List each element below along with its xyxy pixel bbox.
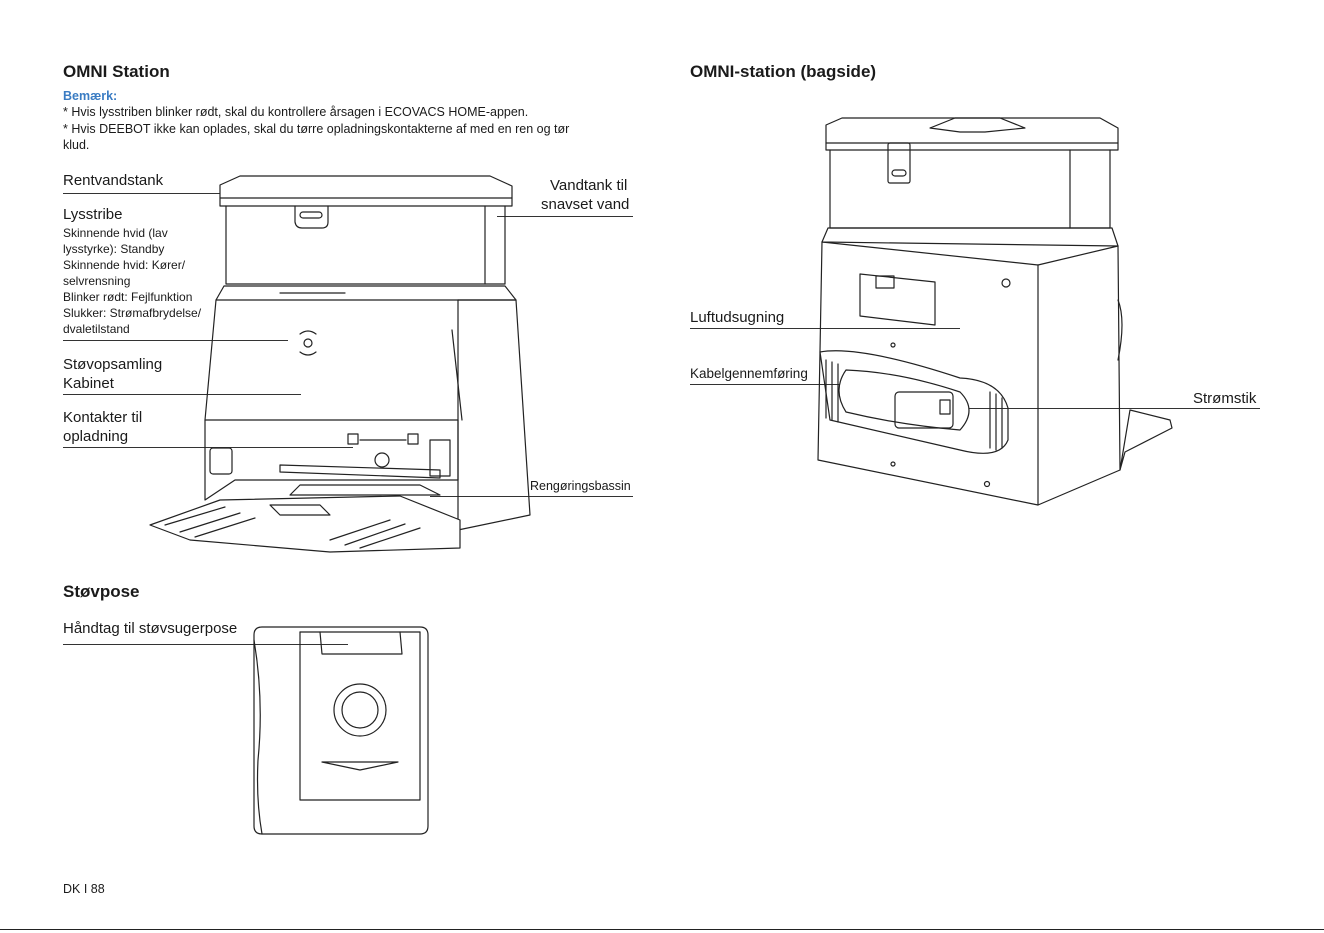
section-heading-stovpose: Støvpose	[63, 582, 140, 601]
label-handtag: Håndtag til støvsugerpose	[63, 620, 238, 637]
omni-station-back-illustration	[817, 117, 1173, 506]
leader-luftudsugning	[690, 328, 960, 329]
note-line-1: * Hvis lysstriben blinker rødt, skal du …	[63, 105, 529, 119]
label-snavset-vand: snavset vand	[541, 196, 630, 213]
label-luftudsugning: Luftudsugning	[690, 309, 785, 326]
leader-rengoringsbassin	[430, 496, 633, 497]
lysstribe-detail-2: lysstyrke): Standby	[63, 242, 165, 256]
leader-stovopsamling	[63, 394, 301, 395]
leader-rentvandstank	[63, 193, 303, 194]
label-kabelgennemforing: Kabelgennemføring	[690, 366, 808, 381]
lysstribe-detail-5: Blinker rødt: Fejlfunktion	[63, 290, 193, 304]
label-opladning: opladning	[63, 428, 129, 445]
lysstribe-detail-1: Skinnende hvid (lav	[63, 226, 168, 240]
leader-handtag	[63, 644, 348, 645]
section-heading-omni-station-back: OMNI-station (bagside)	[690, 62, 877, 81]
label-vandtank: Vandtank til	[550, 177, 628, 194]
omni-station-front-illustration	[149, 175, 531, 553]
leader-stromstik	[945, 408, 1260, 409]
label-lysstribe: Lysstribe	[63, 206, 123, 223]
leader-kontakter	[63, 447, 353, 448]
label-stovopsamling: Støvopsamling	[63, 356, 163, 373]
section-heading-omni-station: OMNI Station	[63, 62, 170, 81]
label-kabinet: Kabinet	[63, 375, 114, 392]
note-title: Bemærk:	[63, 89, 118, 103]
label-kontakter: Kontakter til	[63, 409, 143, 426]
label-rentvandstank: Rentvandstank	[63, 172, 164, 189]
leader-vandtank	[497, 216, 633, 217]
dust-bag-illustration	[253, 626, 429, 835]
note-line-3: klud.	[63, 138, 90, 152]
page-bottom-rule	[0, 929, 1324, 930]
label-stromstik: Strømstik	[1193, 390, 1257, 407]
leader-lysstribe	[63, 340, 288, 341]
page-number: DK I 88	[63, 882, 105, 896]
lysstribe-detail-6: Slukker: Strømafbrydelse/	[63, 306, 202, 320]
note-line-2: * Hvis DEEBOT ikke kan oplades, skal du …	[63, 121, 570, 136]
label-rengoringsbassin: Rengøringsbassin	[530, 479, 631, 493]
lysstribe-detail-7: dvaletilstand	[63, 322, 130, 336]
lysstribe-detail-4: selvrensning	[63, 274, 131, 288]
lysstribe-detail-3: Skinnende hvid: Kører/	[63, 258, 186, 272]
leader-kabelgennemforing	[690, 384, 868, 385]
